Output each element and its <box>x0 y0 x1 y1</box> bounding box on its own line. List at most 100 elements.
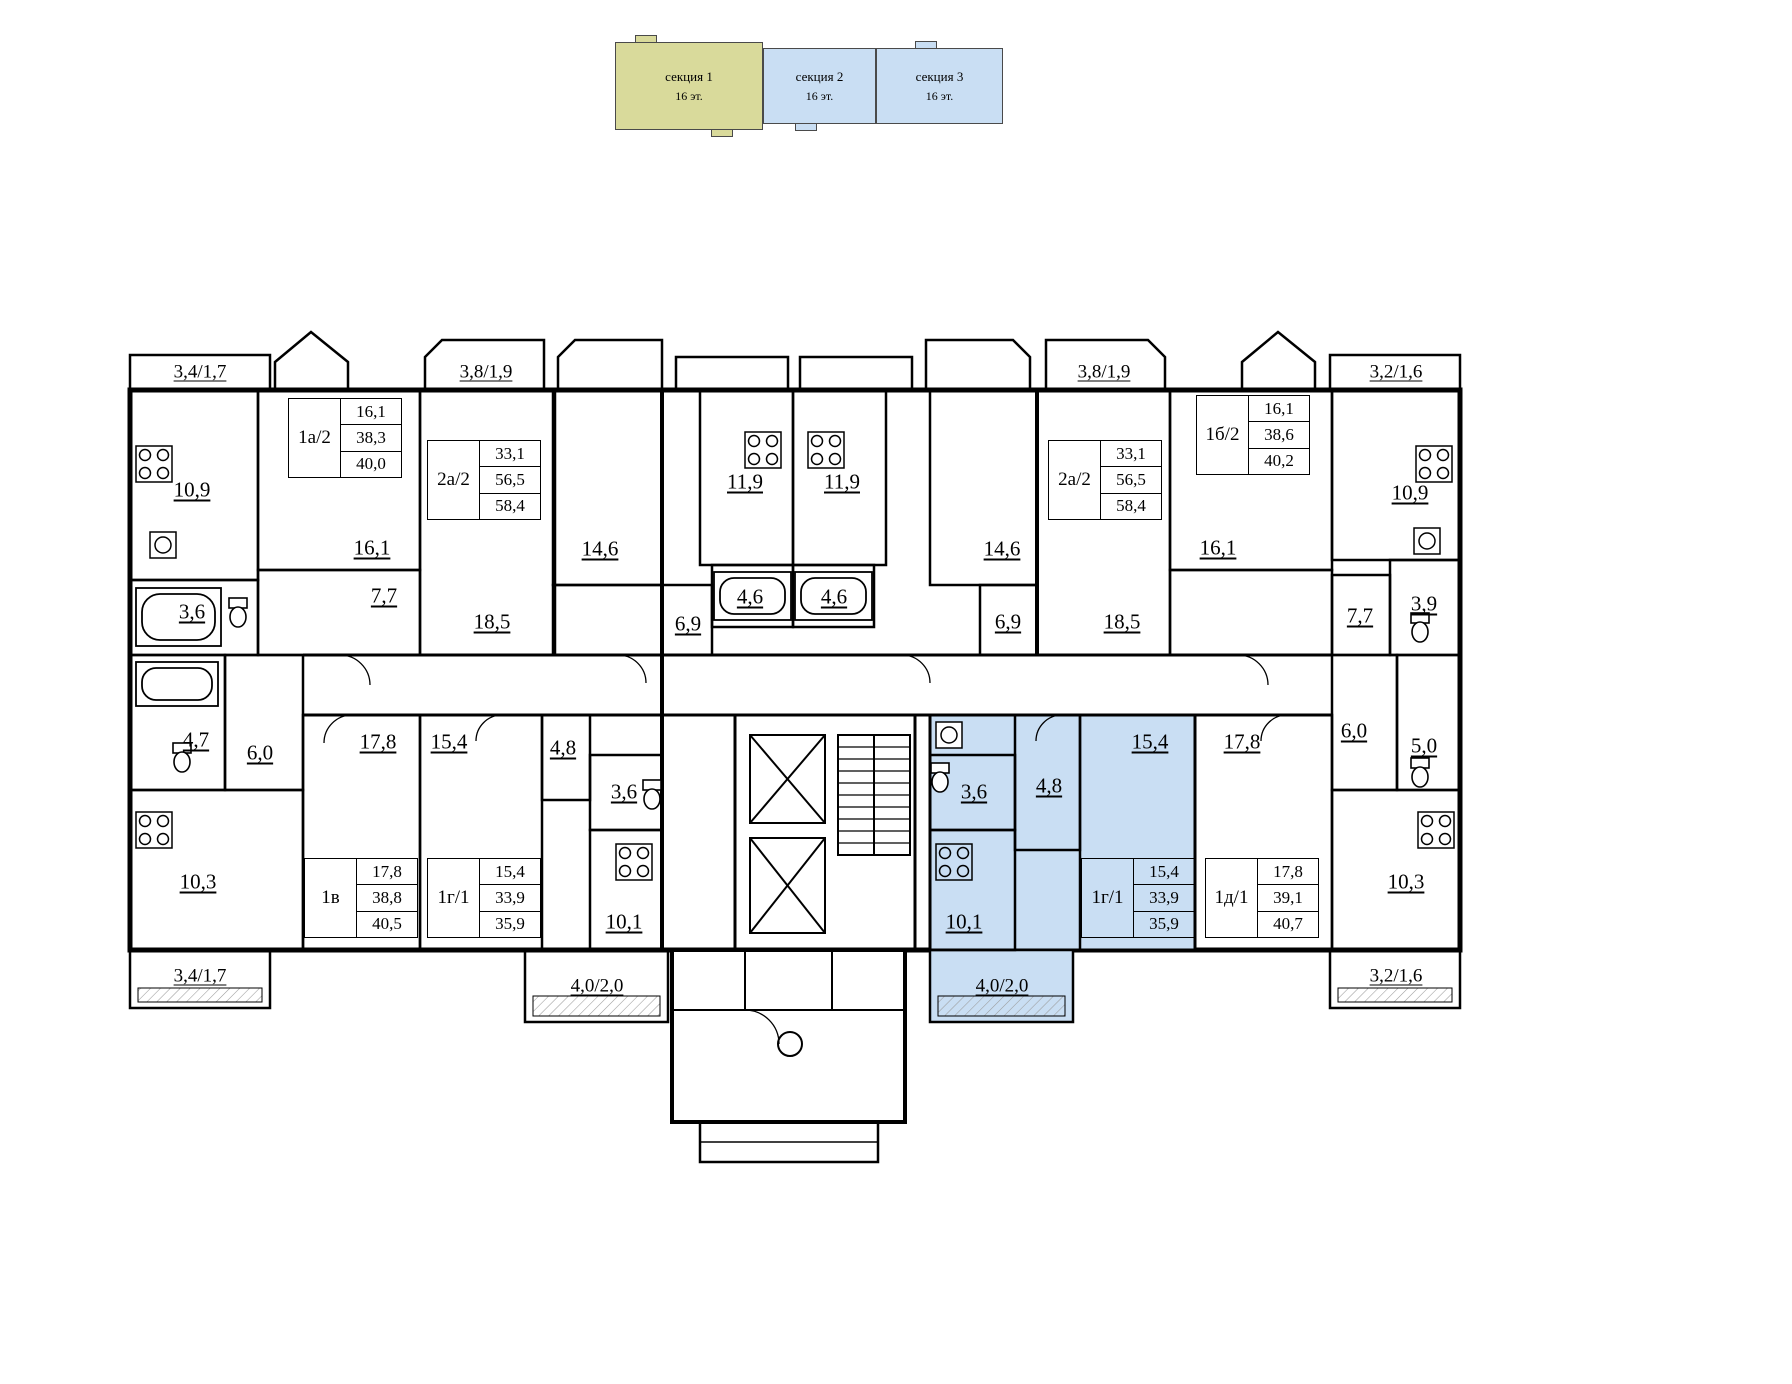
apartment-type: 1д/1 <box>1214 887 1249 908</box>
area-row: 15,4 <box>1134 859 1194 886</box>
building-key-plan: секция 1 16 эт. секция 2 16 эт. секция 3… <box>615 35 1003 137</box>
label-bath-1b: 3,9 <box>1410 591 1438 616</box>
label-kitchen-1g-r: 10,1 <box>945 909 983 934</box>
section-name: секция 3 <box>915 68 964 84</box>
apartment-table-1g1-left: 1г/1 15,4 33,9 35,9 <box>427 858 541 938</box>
area-row: 15,4 <box>480 859 540 886</box>
section-floors: 16 эт. <box>925 88 954 103</box>
apartment-areas: 17,8 38,8 40,5 <box>356 859 417 937</box>
label-balcony-br: 3,2/1,6 <box>1369 965 1423 987</box>
area-row: 35,9 <box>1149 914 1179 934</box>
label-room-1d: 17,8 <box>1223 729 1261 754</box>
label-hall-69-r: 6,9 <box>994 609 1022 634</box>
label-balcony-bl: 3,4/1,7 <box>173 965 227 987</box>
label-kitchen-119-l: 11,9 <box>727 469 763 494</box>
apartment-areas: 15,4 33,9 35,9 <box>1133 859 1194 937</box>
area-row: 40,0 <box>356 454 386 474</box>
toilet-icons <box>172 597 1430 810</box>
key-plan-notch <box>915 41 937 49</box>
area-row: 33,1 <box>1101 441 1161 468</box>
key-plan-section-1[interactable]: секция 1 16 эт. <box>615 42 763 130</box>
label-kitchen-1v: 10,3 <box>179 869 217 894</box>
label-bath-46-l: 4,6 <box>736 584 764 609</box>
apartment-table-1a2: 1а/2 16,1 38,3 40,0 <box>288 398 402 478</box>
label-kitchen-1d: 10,3 <box>1387 869 1425 894</box>
key-plan-notch <box>711 129 733 137</box>
area-row: 38,3 <box>341 425 401 452</box>
washer-icons <box>149 527 1441 749</box>
apartment-areas: 16,1 38,6 40,2 <box>1248 396 1309 474</box>
apartment-table-1v: 1в 17,8 38,8 40,5 <box>304 858 418 938</box>
label-room-1g-l: 15,4 <box>430 729 468 754</box>
label-hall-69-l: 6,9 <box>674 611 702 636</box>
area-row: 33,9 <box>480 885 540 912</box>
door-arcs <box>323 654 1288 744</box>
label-hall-1b: 7,7 <box>1346 603 1374 628</box>
apartment-table-2a2-right: 2а/2 33,1 56,5 58,4 <box>1048 440 1162 520</box>
entrance-lobby <box>670 948 907 1164</box>
apartment-type: 1б/2 <box>1205 424 1240 445</box>
area-row: 16,1 <box>341 399 401 426</box>
building-outline <box>127 387 1463 953</box>
area-row: 38,6 <box>1249 422 1309 449</box>
label-balcony-tr: 3,2/1,6 <box>1369 361 1423 383</box>
label-room-1g-r: 15,4 <box>1131 729 1169 754</box>
area-row: 40,7 <box>1273 914 1303 934</box>
label-bath-1g-l: 3,6 <box>610 779 638 804</box>
label-kitchen-tr: 10,9 <box>1391 480 1429 505</box>
area-row: 17,8 <box>1258 859 1318 886</box>
balconies <box>128 353 1462 1024</box>
area-row: 58,4 <box>1116 496 1146 516</box>
area-row: 38,8 <box>357 885 417 912</box>
apartment-type: 1в <box>321 887 340 908</box>
key-plan-notch <box>795 123 817 131</box>
area-row: 39,1 <box>1258 885 1318 912</box>
section-name: секция 1 <box>665 68 713 84</box>
area-row: 40,5 <box>372 914 402 934</box>
apartment-table-1g1-selected[interactable]: 1г/1 15,4 33,9 35,9 <box>1081 858 1195 938</box>
section-floors: 16 эт. <box>805 88 834 103</box>
apartment-table-2a2-left: 2а/2 33,1 56,5 58,4 <box>427 440 541 520</box>
label-room-1b: 16,1 <box>1199 535 1237 560</box>
label-room-2a-l: 18,5 <box>473 609 511 634</box>
key-plan-section-3[interactable]: секция 3 16 эт. <box>876 48 1003 124</box>
apartment-type: 1г/1 <box>1091 887 1124 908</box>
area-row: 58,4 <box>495 496 525 516</box>
label-hall-1a: 7,7 <box>370 583 398 608</box>
area-row: 40,2 <box>1264 451 1294 471</box>
area-row: 56,5 <box>480 467 540 494</box>
label-kitchen-119-r: 11,9 <box>824 469 860 494</box>
label-hall-1d: 6,0 <box>1340 718 1368 743</box>
area-row: 33,1 <box>480 441 540 468</box>
label-hall-1g-l: 4,8 <box>549 735 577 760</box>
area-row: 56,5 <box>1101 467 1161 494</box>
stair-elevator-core <box>733 713 917 952</box>
area-row: 17,8 <box>357 859 417 886</box>
apartment-areas: 33,1 56,5 58,4 <box>479 441 540 519</box>
area-row: 33,9 <box>1134 885 1194 912</box>
label-room-1v: 17,8 <box>359 729 397 754</box>
label-balcony-1g-r: 4,0/2,0 <box>975 975 1029 997</box>
section-name: секция 2 <box>795 68 844 84</box>
apartment-areas: 33,1 56,5 58,4 <box>1100 441 1161 519</box>
bathtub-icons <box>135 571 873 707</box>
apartment-type: 1г/1 <box>437 887 470 908</box>
label-room-2a-r: 18,5 <box>1103 609 1141 634</box>
stove-icons <box>135 431 1455 881</box>
key-plan-notch <box>635 35 657 43</box>
label-bath-1g-r: 3,6 <box>960 779 988 804</box>
apartment-table-1d1: 1д/1 17,8 39,1 40,7 <box>1205 858 1319 938</box>
key-plan-section-2[interactable]: секция 2 16 эт. <box>763 48 876 124</box>
label-bath-1v: 4,7 <box>182 727 210 752</box>
label-kitchen-tl: 10,9 <box>173 477 211 502</box>
area-row: 35,9 <box>495 914 525 934</box>
label-balcony-1g-l: 4,0/2,0 <box>570 975 624 997</box>
apartment-table-1b2: 1б/2 16,1 38,6 40,2 <box>1196 395 1310 475</box>
label-room-146-r: 14,6 <box>983 536 1021 561</box>
label-bath-46-r: 4,6 <box>820 584 848 609</box>
apartment-areas: 17,8 39,1 40,7 <box>1257 859 1318 937</box>
area-row: 16,1 <box>1249 396 1309 423</box>
label-kitchen-1g-l: 10,1 <box>605 909 643 934</box>
